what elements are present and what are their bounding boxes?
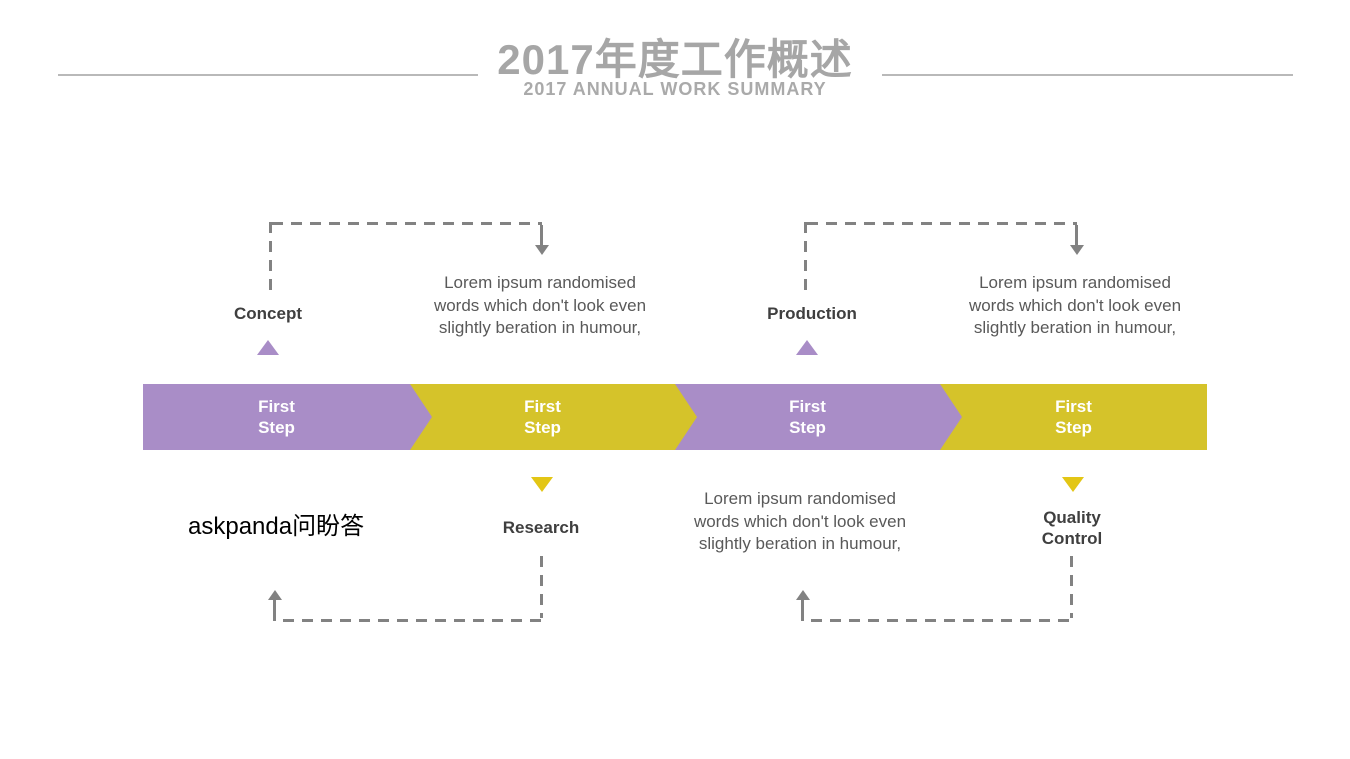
dashed-line-vertical <box>804 222 807 292</box>
dashed-line-horizontal <box>283 619 543 622</box>
step-label-research: Research <box>502 518 580 537</box>
segment-label-line1: First <box>524 397 561 416</box>
segment-label-line2: Step <box>1055 418 1092 437</box>
description-text-top-left: Lorem ipsum randomised words which don't… <box>433 273 647 337</box>
watermark-text: askpanda问盼答 <box>188 513 365 540</box>
dashed-line-horizontal <box>272 222 542 225</box>
arrow-shaft <box>1075 225 1078 246</box>
page-subtitle: 2017 ANNUAL WORK SUMMARY <box>523 79 827 99</box>
description-text-top-right: Lorem ipsum randomised words which don't… <box>968 273 1182 337</box>
arrow-shaft <box>540 225 543 246</box>
description-text-bottom: Lorem ipsum randomised words which don't… <box>693 489 907 553</box>
dashed-line-vertical <box>269 222 272 292</box>
arrow-shaft <box>801 599 804 621</box>
dashed-line-vertical <box>540 556 543 618</box>
band-segment-label: First Step <box>675 396 940 438</box>
arrow-up-icon <box>796 590 810 600</box>
band-segment-2: First Step <box>410 384 697 450</box>
segment-label-line1: First <box>789 397 826 416</box>
arrow-shaft <box>273 599 276 621</box>
arrow-down-icon <box>1070 245 1084 255</box>
down-triangle-yellow-icon <box>1062 477 1084 492</box>
band-segment-label: First Step <box>410 396 675 438</box>
arrow-up-icon <box>268 590 282 600</box>
header-rule-left <box>58 74 478 76</box>
segment-label-line1: First <box>1055 397 1092 416</box>
dashed-line-horizontal <box>811 619 1071 622</box>
band-segment-label: First Step <box>143 396 410 438</box>
dashed-line-vertical <box>1070 556 1073 618</box>
step-label-concept: Concept <box>234 304 302 323</box>
step-label-production: Production <box>767 304 857 323</box>
up-triangle-purple-icon <box>257 340 279 355</box>
band-segment-4: First Step <box>940 384 1207 450</box>
segment-label-line1: First <box>258 397 295 416</box>
segment-label-line2: Step <box>789 418 826 437</box>
segment-label-line2: Step <box>524 418 561 437</box>
segment-label-line2: Step <box>258 418 295 437</box>
up-triangle-purple-icon <box>796 340 818 355</box>
step-label-quality-control: Quality Control <box>1041 508 1103 548</box>
arrow-down-icon <box>535 245 549 255</box>
band-segment-3: First Step <box>675 384 962 450</box>
down-triangle-yellow-icon <box>531 477 553 492</box>
page-title: 2017年度工作概述 <box>497 36 853 83</box>
header-rule-right <box>882 74 1293 76</box>
band-segment-label: First Step <box>940 396 1207 438</box>
band-segment-1: First Step <box>143 384 432 450</box>
dashed-line-horizontal <box>807 222 1077 225</box>
